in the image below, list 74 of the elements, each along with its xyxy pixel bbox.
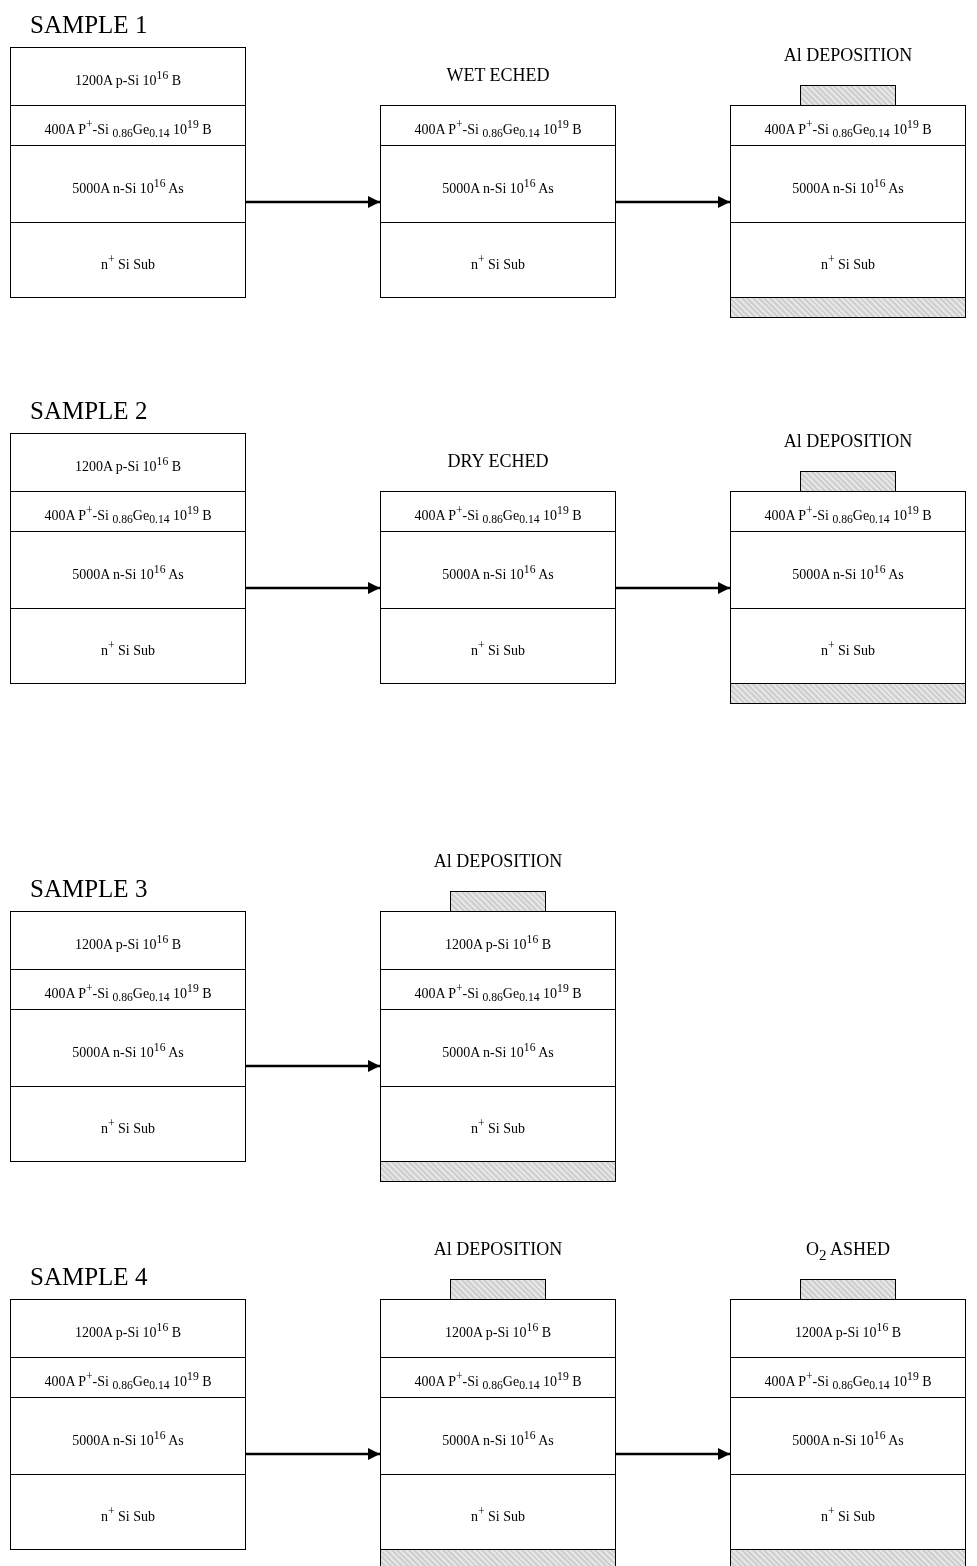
layer-stack bbox=[380, 1299, 616, 1550]
arrow bbox=[616, 195, 730, 209]
device-layer: n$^{+}$ Si Sub bbox=[11, 1475, 245, 1551]
layer-stack bbox=[10, 911, 246, 1162]
device-layer: 5000A n-Si 10$^{16}$ As bbox=[381, 1010, 615, 1087]
layer-stack bbox=[10, 47, 246, 298]
device-layer: n$^{+}$ Si Sub bbox=[381, 609, 615, 685]
device-layer: n$^{+}$ Si Sub bbox=[381, 223, 615, 299]
device-layer: 400A P$^{+}$-Si $_{0.86}$Ge$_{0.14}$ 10$^{19}$ B bbox=[11, 1358, 245, 1398]
device-layer: n$^{+}$ Si Sub bbox=[731, 223, 965, 299]
metal-contact bbox=[450, 891, 546, 912]
device-layer: 400A P$^{+}$-Si $_{0.86}$Ge$_{0.14}$ 10$^{19}$ B bbox=[11, 492, 245, 532]
device-layer: n$^{+}$ Si Sub bbox=[11, 1087, 245, 1163]
device-layer: 1200A p-Si 10$^{16}$ B bbox=[11, 48, 245, 106]
step-heading: O$_{2}$ ASHED bbox=[805, 1239, 891, 1264]
device-layer: 5000A n-Si 10$^{16}$ As bbox=[11, 1398, 245, 1475]
device-layer: 5000A n-Si 10$^{16}$ As bbox=[381, 532, 615, 609]
device-layer: 400A P$^{+}$-Si $_{0.86}$Ge$_{0.14}$ 10$^{19}$ B bbox=[381, 1358, 615, 1398]
arrow bbox=[616, 1447, 730, 1461]
metal-contact bbox=[450, 1279, 546, 1300]
layer-stack bbox=[380, 911, 616, 1162]
device-layer: n$^{+}$ Si Sub bbox=[731, 609, 965, 685]
metal-contact bbox=[800, 85, 896, 106]
device-layer: 5000A n-Si 10$^{16}$ As bbox=[381, 146, 615, 223]
device-layer: 400A P$^{+}$-Si $_{0.86}$Ge$_{0.14}$ 10$^{19}$ B bbox=[11, 106, 245, 146]
arrow bbox=[246, 1059, 380, 1073]
layer-stack bbox=[10, 1299, 246, 1550]
step-heading: Al DEPOSITION bbox=[782, 431, 914, 452]
layer-stack bbox=[730, 491, 966, 684]
device-layer: n$^{+}$ Si Sub bbox=[11, 609, 245, 685]
sample-title: SAMPLE 4 bbox=[30, 1263, 148, 1291]
device-layer: 5000A n-Si 10$^{16}$ As bbox=[11, 146, 245, 223]
device-layer: 400A P$^{+}$-Si $_{0.86}$Ge$_{0.14}$ 10$^{19}$ B bbox=[731, 1358, 965, 1398]
sample-title: SAMPLE 3 bbox=[30, 875, 148, 903]
arrow bbox=[246, 581, 380, 595]
device-layer: n$^{+}$ Si Sub bbox=[381, 1475, 615, 1551]
device-layer: 1200A p-Si 10$^{16}$ B bbox=[11, 912, 245, 970]
layer-stack bbox=[380, 491, 616, 684]
device-layer: 400A P$^{+}$-Si $_{0.86}$Ge$_{0.14}$ 10$^{19}$ B bbox=[11, 970, 245, 1010]
step-heading: Al DEPOSITION bbox=[432, 851, 564, 872]
step-heading: Al DEPOSITION bbox=[432, 1239, 564, 1260]
metal-contact bbox=[380, 1161, 616, 1182]
layer-stack bbox=[730, 105, 966, 298]
arrow bbox=[246, 195, 380, 209]
device-layer: 5000A n-Si 10$^{16}$ As bbox=[731, 146, 965, 223]
device-layer: n$^{+}$ Si Sub bbox=[381, 1087, 615, 1163]
step-heading: Al DEPOSITION bbox=[782, 45, 914, 66]
device-layer: n$^{+}$ Si Sub bbox=[731, 1475, 965, 1551]
metal-contact bbox=[800, 1279, 896, 1300]
layer-stack bbox=[730, 1299, 966, 1550]
device-layer: 5000A n-Si 10$^{16}$ As bbox=[731, 1398, 965, 1475]
sample-title: SAMPLE 2 bbox=[30, 397, 148, 425]
device-layer: 400A P$^{+}$-Si $_{0.86}$Ge$_{0.14}$ 10$^{19}$ B bbox=[381, 970, 615, 1010]
metal-contact bbox=[730, 683, 966, 704]
device-layer: 1200A p-Si 10$^{16}$ B bbox=[11, 434, 245, 492]
device-layer: 400A P$^{+}$-Si $_{0.86}$Ge$_{0.14}$ 10$^{19}$ B bbox=[381, 492, 615, 532]
metal-contact bbox=[800, 471, 896, 492]
arrow bbox=[246, 1447, 380, 1461]
device-layer: 5000A n-Si 10$^{16}$ As bbox=[11, 532, 245, 609]
metal-contact bbox=[380, 1549, 616, 1566]
device-layer: n$^{+}$ Si Sub bbox=[11, 223, 245, 299]
device-layer: 5000A n-Si 10$^{16}$ As bbox=[731, 532, 965, 609]
step-heading: WET ECHED bbox=[445, 65, 551, 86]
device-layer: 1200A p-Si 10$^{16}$ B bbox=[11, 1300, 245, 1358]
metal-contact bbox=[730, 1549, 966, 1566]
sample-title: SAMPLE 1 bbox=[30, 11, 148, 39]
device-layer: 400A P$^{+}$-Si $_{0.86}$Ge$_{0.14}$ 10$^{19}$ B bbox=[381, 106, 615, 146]
step-heading: DRY ECHED bbox=[446, 451, 550, 472]
arrow bbox=[616, 581, 730, 595]
layer-stack bbox=[10, 433, 246, 684]
device-layer: 5000A n-Si 10$^{16}$ As bbox=[381, 1398, 615, 1475]
metal-contact bbox=[730, 297, 966, 318]
device-layer: 5000A n-Si 10$^{16}$ As bbox=[11, 1010, 245, 1087]
layer-stack bbox=[380, 105, 616, 298]
